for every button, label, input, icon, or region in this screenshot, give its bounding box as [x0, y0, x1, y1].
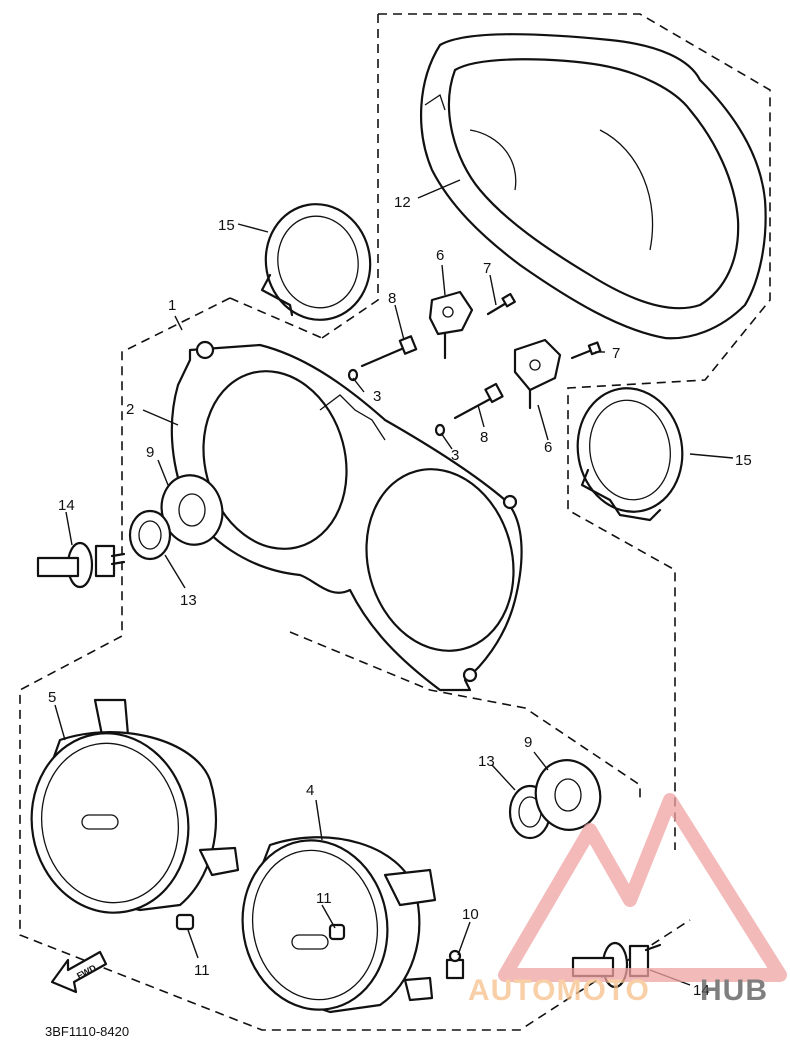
nut-lower [434, 423, 446, 437]
callout-13-right: 13 [478, 753, 495, 770]
bulb-socket-cover-right [534, 759, 602, 831]
callout-15-upper: 15 [218, 217, 235, 234]
headlight-assembly-boundary [19, 297, 691, 1031]
callout-8-upper: 8 [388, 290, 396, 307]
callout-9-left: 9 [146, 444, 154, 461]
fairing-inner-panel [419, 33, 767, 340]
small-screw-lower [570, 341, 602, 360]
callout-9-right: 9 [524, 734, 532, 751]
callout-15-lower: 15 [735, 452, 752, 469]
diagram-code: 3BF1110-8420 [45, 1024, 129, 1039]
callout-7-lower: 7 [612, 345, 620, 362]
fairing-group-boundary [378, 13, 771, 850]
socket-seal-left [128, 509, 172, 561]
headlight-housing-bracket [170, 340, 523, 692]
mounting-bracket-lower [513, 338, 562, 410]
callout-3-upper: 3 [373, 388, 381, 405]
callout-6-upper: 6 [436, 247, 444, 264]
callout-6-lower: 6 [544, 439, 552, 456]
adjusting-bolt-upper [360, 335, 418, 368]
callout-12: 12 [394, 194, 411, 211]
pilot-socket-left [175, 913, 195, 931]
headlight-rim-cover-lower [576, 387, 684, 522]
watermark-text-right: HUB [700, 974, 768, 1007]
callout-14-right: 14 [693, 982, 710, 999]
callout-14-left: 14 [58, 497, 75, 514]
socket-group-boundary [289, 631, 641, 800]
callout-labels: 1 2 3 3 4 5 6 6 7 7 8 8 9 9 10 11 11 12 … [48, 194, 752, 999]
watermark-logo-mark [498, 793, 787, 982]
pilot-socket-right [328, 923, 346, 941]
pilot-bulb [445, 949, 465, 980]
callout-4: 4 [306, 782, 314, 799]
headlight-bulb-left [36, 541, 126, 589]
callout-3-lower: 3 [451, 447, 459, 464]
callout-8-lower: 8 [480, 429, 488, 446]
callout-11-right: 11 [316, 890, 332, 907]
leader-lines [54, 179, 734, 986]
callout-11-left: 11 [194, 962, 210, 979]
adjusting-bolt-lower [453, 382, 504, 420]
callout-2: 2 [126, 401, 134, 418]
callout-7-upper: 7 [483, 260, 491, 277]
small-screw-upper [486, 292, 516, 316]
mounting-bracket-upper [428, 290, 474, 360]
headlight-rim-cover-upper [260, 203, 372, 321]
callout-5: 5 [48, 689, 56, 706]
watermark-text-left: AUTOMOTO [468, 974, 650, 1007]
callout-13-left: 13 [180, 592, 197, 609]
fairing-group-boundary-left [321, 14, 379, 339]
callout-10: 10 [462, 906, 479, 923]
automotohub-watermark: AUTOMOTO HUB [468, 793, 787, 1007]
nut-upper [347, 368, 359, 382]
headlight-unit-left [30, 698, 240, 914]
callout-1: 1 [168, 297, 176, 314]
assembly-boundary-top [229, 297, 323, 339]
